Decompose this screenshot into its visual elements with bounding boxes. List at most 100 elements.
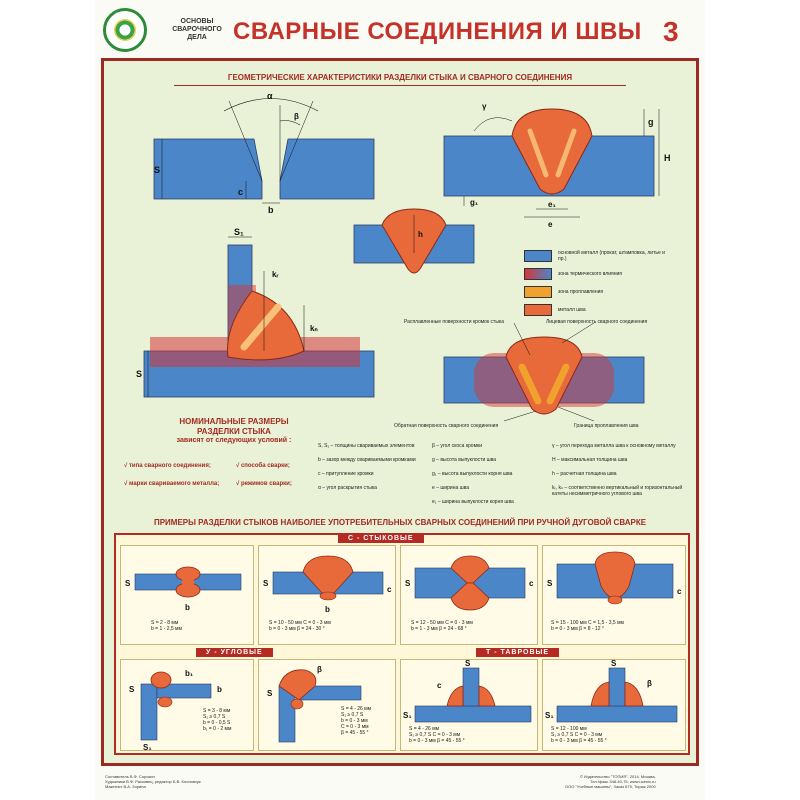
c-label: c — [238, 187, 243, 197]
definition-item: g – высота выпуклости шва — [432, 457, 497, 463]
ex-c-label: c — [677, 587, 682, 596]
ex-s1-label: S₁ — [143, 743, 152, 752]
example-butt-double-v: S c S = 12 - 50 мм C = 0 - 3 мм b = 1 - … — [400, 545, 538, 645]
series-title: ОСНОВЫ СВАРОЧНОГО ДЕЛА — [172, 18, 222, 41]
ex-s-label: S — [267, 689, 273, 698]
definition-item: S, S₁ – толщины свариваемых элементов — [318, 443, 415, 449]
legend-swatch — [524, 250, 552, 262]
example-butt-u-groove: S c S = 15 - 100 мм C = 1,5 - 3,5 мм b =… — [542, 545, 686, 645]
s-label: S — [154, 165, 160, 175]
definition-item: α – угол раскрытия стыка — [318, 485, 377, 491]
publisher-logo — [103, 8, 147, 52]
example-caption: S = 10 - 50 мм C = 0 - 3 мм b = 0 - 3 мм… — [269, 620, 331, 632]
example-caption: S = 12 - 100 мм S₁ ≥ 0,7 S C = 0 - 3 мм … — [551, 726, 607, 744]
g1-label: g₁ — [470, 198, 479, 207]
ex-s1-label: S₁ — [403, 711, 412, 720]
s1-label: S₁ — [234, 227, 244, 237]
legend-item-fusion: зона проплавления — [524, 283, 668, 301]
example-caption: S = 4 - 26 мм S₁ ≥ 0,7 S C = 0 - 3 мм b … — [409, 726, 465, 744]
condition-welding-method: √ способа сварки; — [236, 463, 290, 469]
legend-swatch — [524, 304, 552, 316]
example-caption: S = 15 - 100 мм C = 1,5 - 3,5 мм b = 0 -… — [551, 620, 624, 632]
ex-s-label: S — [405, 579, 411, 588]
kn-label: kₙ — [310, 324, 318, 333]
condition-welding-mode: √ режимов сварки; — [236, 481, 292, 487]
h-max-label: H — [664, 153, 671, 163]
nominal-line2: РАЗДЕЛКИ СТЫКА — [197, 427, 271, 436]
legend-swatch — [524, 286, 552, 298]
definition-item: β – угол скоса кромки — [432, 443, 482, 449]
surfaces-diagram — [443, 322, 645, 422]
legend: основной металл (прокат, штамповка, лить… — [524, 247, 668, 319]
example-tee-1: S S₁ c S = 4 - 26 мм S₁ ≥ 0,7 S C = 0 - … — [400, 659, 538, 751]
definition-item: h – расчетная толщина шва — [552, 471, 617, 477]
content-frame: ГЕОМЕТРИЧЕСКИЕ ХАРАКТЕРИСТИКИ РАЗДЕЛКИ С… — [101, 58, 699, 766]
definition-item: c – притупление кромки — [318, 471, 374, 477]
h-calc-label: h — [418, 230, 423, 239]
weld-cross-section-diagram: γ g H g₁ e₁ e — [443, 102, 671, 229]
legend-label: основной металл (прокат, штамповка, лить… — [558, 250, 665, 262]
ex-s1-label: S₁ — [545, 711, 554, 720]
nominal-sizes-heading: НОМИНАЛЬНЫЕ РАЗМЕРЫ РАЗДЕЛКИ СТЫКА завис… — [144, 417, 324, 444]
ex-s-label: S — [263, 579, 269, 588]
tee-joints-tab: Т - ТАВРОВЫЕ — [476, 648, 560, 657]
legend-swatch — [524, 268, 552, 280]
ex-b-label: b — [325, 605, 330, 614]
fillet-weld-diagram: S₁ kᵣ kₙ S — [136, 227, 375, 398]
note-back-surface: Обратная поверхность сварного соединения — [394, 423, 499, 429]
example-caption: S = 3 - 8 мм S₁ ≥ 0,7 S b = 0 - 0,5 S b₁… — [203, 708, 232, 732]
example-caption: S = 12 - 50 мм C = 0 - 3 мм b = 1 - 3 мм… — [411, 620, 473, 632]
alpha-label: α — [267, 91, 273, 101]
corner-joints-tab: У - УГЛОВЫЕ — [196, 648, 273, 657]
s-label-fillet: S — [136, 369, 142, 379]
ex-c-label: c — [529, 579, 534, 588]
condition-joint-type: √ типа сварного соединения; — [124, 463, 211, 469]
legend-label: металл шва — [558, 307, 586, 313]
title-underline — [174, 85, 626, 86]
definitions-col1: S, S₁ – толщины свариваемых элементов b … — [318, 443, 422, 499]
footer-credits: Составитель В.Ф. Сорокин Художники В.Ф. … — [105, 774, 201, 789]
ex-b-label: b — [185, 603, 190, 612]
nominal-line3: зависят от следующих условий : — [176, 437, 292, 444]
example-corner-1: S b₁ S₁ b S = 3 - 8 мм S₁ ≥ 0,7 S b = 0 … — [120, 659, 254, 752]
definition-item: g₁ – высота выпуклости корня шва — [432, 471, 513, 477]
e-label: e — [548, 220, 553, 229]
definition-item: e₁ – ширина выпуклости корня шва — [432, 499, 514, 505]
ex-beta-label: β — [317, 665, 322, 674]
beta-label: β — [294, 112, 299, 121]
g-label: g — [648, 117, 654, 127]
definitions-col3: γ – угол перехода металла шва к основном… — [552, 443, 692, 509]
e1-label: e₁ — [548, 200, 556, 209]
legend-label: зона термического влияния — [558, 271, 622, 277]
geometry-section-title: ГЕОМЕТРИЧЕСКИЕ ХАРАКТЕРИСТИКИ РАЗДЕЛКИ С… — [227, 73, 573, 82]
footer-publisher: © Издательство "ТОПИЯ", 2014. Москва. Те… — [565, 774, 656, 789]
note-fusion-boundary: Граница проплавления шва — [574, 423, 639, 429]
poster: ОСНОВЫ СВАРОЧНОГО ДЕЛА СВАРНЫЕ СОЕДИНЕНИ… — [95, 0, 705, 800]
nominal-line1: НОМИНАЛЬНЫЕ РАЗМЕРЫ — [179, 417, 289, 426]
examples-section-title: ПРИМЕРЫ РАЗДЕЛКИ СТЫКОВ НАИБОЛЕЕ УПОТРЕБ… — [153, 518, 647, 527]
ex-beta-label: β — [647, 679, 652, 688]
ex-c-label: c — [387, 585, 392, 594]
b-label: b — [268, 205, 274, 215]
note-fusion-surfaces: Расплавленные поверхности кромок стыка — [404, 319, 504, 325]
legend-item-haz: зона термического влияния — [524, 265, 668, 283]
v-groove-diagram: α β S c b — [153, 91, 375, 215]
example-caption: S = 2 - 8 мм b = 1 - 2,5 мм — [151, 620, 182, 632]
example-butt-single-v: S b c S = 10 - 50 мм C = 0 - 3 мм b = 0 … — [258, 545, 396, 645]
example-caption: S = 4 - 26 мм S₁ ≥ 0,7 S b = 0 - 3 мм C … — [341, 706, 372, 736]
ex-s-label: S — [465, 659, 471, 668]
definition-item: kᵣ, kₙ – соответственно вертикальный и г… — [552, 485, 683, 497]
example-tee-2: S S₁ β S = 12 - 100 мм S₁ ≥ 0,7 S C = 0 … — [542, 659, 686, 751]
example-corner-2: S β S = 4 - 26 мм S₁ ≥ 0,7 S b = 0 - 3 м… — [258, 659, 396, 751]
definition-item: H – максимальная толщина шва — [552, 457, 628, 463]
alpha-arc — [223, 98, 319, 112]
ex-c-label: c — [437, 681, 442, 690]
poster-title: СВАРНЫЕ СОЕДИНЕНИЯ И ШВЫ — [233, 18, 642, 45]
ex-s-label: S — [125, 579, 131, 588]
gamma-label: γ — [482, 102, 487, 111]
note-face-surface: Лицевая поверхность сварного соединения — [546, 319, 648, 325]
ex-s-label: S — [547, 579, 553, 588]
definition-item: γ – угол перехода металла шва к основном… — [552, 443, 676, 449]
plate-left — [153, 138, 263, 200]
definitions-col2: β – угол скоса кромки g – высота выпукло… — [432, 443, 544, 513]
